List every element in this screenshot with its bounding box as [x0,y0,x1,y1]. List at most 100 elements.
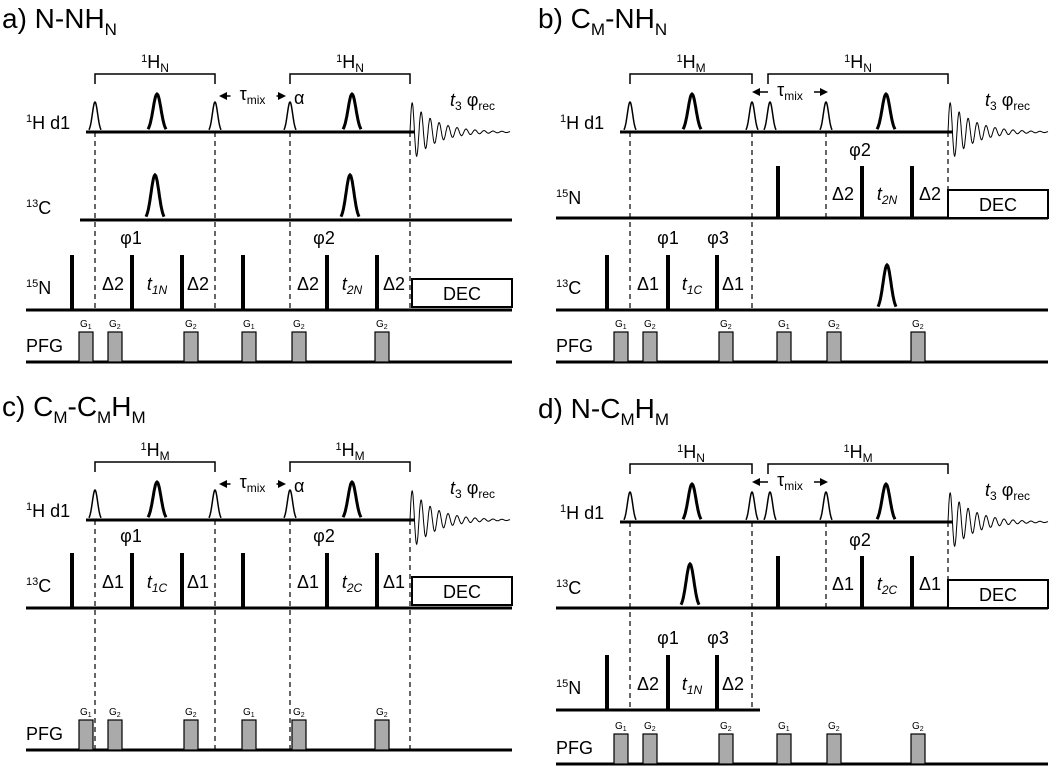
gradient-label-part: 2 [836,324,840,331]
bracket-second [767,73,949,84]
dec-label-part: DEC [443,284,481,304]
t1-label-part: 1N [687,683,703,697]
n15-channel-label-part: N [568,678,581,698]
gradient-label: G2 [185,319,197,331]
selective-pulse-small [819,100,833,131]
phase-2-part: φ2 [313,526,335,546]
panel-title-part: a) N-NH [2,3,105,34]
hard-pulse [180,255,184,310]
delay-1: Δ2 [102,274,124,294]
delay-3-part: Δ2 [832,184,854,204]
t1-label-part: t [147,572,153,592]
panel-title-part: M [131,408,145,427]
bracket-first-label-part: 1 [676,53,682,65]
delay-3: Δ1 [832,574,854,594]
pfg-channel-label-part: PFG [556,336,593,356]
panel-title: b) CM-NHN [538,3,667,39]
gradient-label-part: G [243,319,251,330]
dec-label-part: DEC [979,585,1017,605]
gradient-label: G2 [644,319,656,331]
t2-label-part: t [342,274,348,294]
dec-label: DEC [443,284,481,304]
hard-pulse [70,255,74,310]
bracket-second-label: 1HM [335,440,364,463]
phase-3: φ3 [707,228,729,248]
tau-mix-arrow-label-part: τ [240,84,247,104]
hard-pulse [325,255,329,310]
gradient-label: G2 [720,319,732,331]
gradient-label-part: 2 [193,324,197,331]
gradient-label-part: 2 [728,726,732,733]
gradient-pulse [374,331,390,363]
gradient-label-part: 2 [652,324,656,331]
selective-pulse-small [745,100,759,131]
t1-label: t1N [682,674,703,697]
panel-title-part: N [105,20,117,39]
gradient-pulse [107,331,123,363]
panel-title-part: N [655,20,667,39]
delay-1: Δ2 [637,674,659,694]
phase-1: φ1 [657,228,679,248]
delay-1-part: Δ2 [102,274,124,294]
phase-2: φ2 [313,228,335,248]
bracket-second-label-part: N [863,61,872,75]
bracket-first-label: 1HM [140,440,169,463]
gradient-label: G2 [185,707,197,719]
gradient-label-part: G [720,319,728,330]
selective-pulse-small [819,490,833,521]
h-channel-label-part: H d1 [32,501,70,521]
pfg-channel-label: PFG [26,336,63,356]
tau-mix-arrow-head [752,478,760,486]
t1-label-part: t [682,674,688,694]
selective-pulse-small [623,100,637,131]
pfg-channel-label-part: PFG [556,738,593,758]
gradient-label: G1 [615,319,627,331]
gradient-pulse [183,331,199,363]
tau-mix-arrow-label: τmix [777,470,803,493]
hard-pulse [130,553,134,608]
bracket-second-label-part: H [850,442,863,462]
gradient-pulse [183,719,199,751]
phase-3-part: φ3 [707,628,729,648]
bracket-second [289,461,411,472]
hard-pulse [241,255,245,310]
gradient-label-part: G [376,319,384,330]
t2-label: t2N [877,184,898,207]
selective-pulse-small [623,490,637,521]
t2-label-part: t [342,572,348,592]
alpha-label: α [294,476,304,496]
bracket-first-label: 1HN [677,442,705,465]
acq-label-part: 3 [990,99,997,113]
panel-title-part: H [635,393,655,424]
tau-mix-arrow-head [278,480,286,488]
delay-3-part: Δ2 [297,274,319,294]
gradient-label-part: 2 [117,712,121,719]
t1-label-part: t [147,274,153,294]
gradient-label-part: 2 [384,712,388,719]
selective-pulse-small [208,488,222,519]
hard-pulse [776,166,780,218]
selective-pulse-small [745,490,759,521]
panel-title: c) CM-CMHM [2,391,146,427]
h-channel-label: 1H d1 [26,113,70,133]
c13-selective-pulse [144,172,166,218]
gradient-label-part: 1 [88,712,92,719]
gradient-label: G2 [376,319,388,331]
gradient-label-part: G [644,319,652,330]
hard-pulse [715,255,719,310]
delay-2: Δ1 [187,572,209,592]
phase-1: φ1 [657,628,679,648]
tau-mix-arrow-label-part: mix [247,481,266,495]
c13-selective-pulse [679,561,701,606]
bracket-first-label-part: N [160,61,169,75]
gradient-pulse [374,719,390,751]
gradient-label-part: 1 [786,726,790,733]
t2-label: t2N [342,274,363,297]
gradient-label: G2 [828,319,840,331]
gradient-label-part: 1 [623,324,627,331]
bracket-second-label-part: M [863,451,873,465]
gradient-label: G2 [644,721,656,733]
delay-3: Δ1 [297,572,319,592]
